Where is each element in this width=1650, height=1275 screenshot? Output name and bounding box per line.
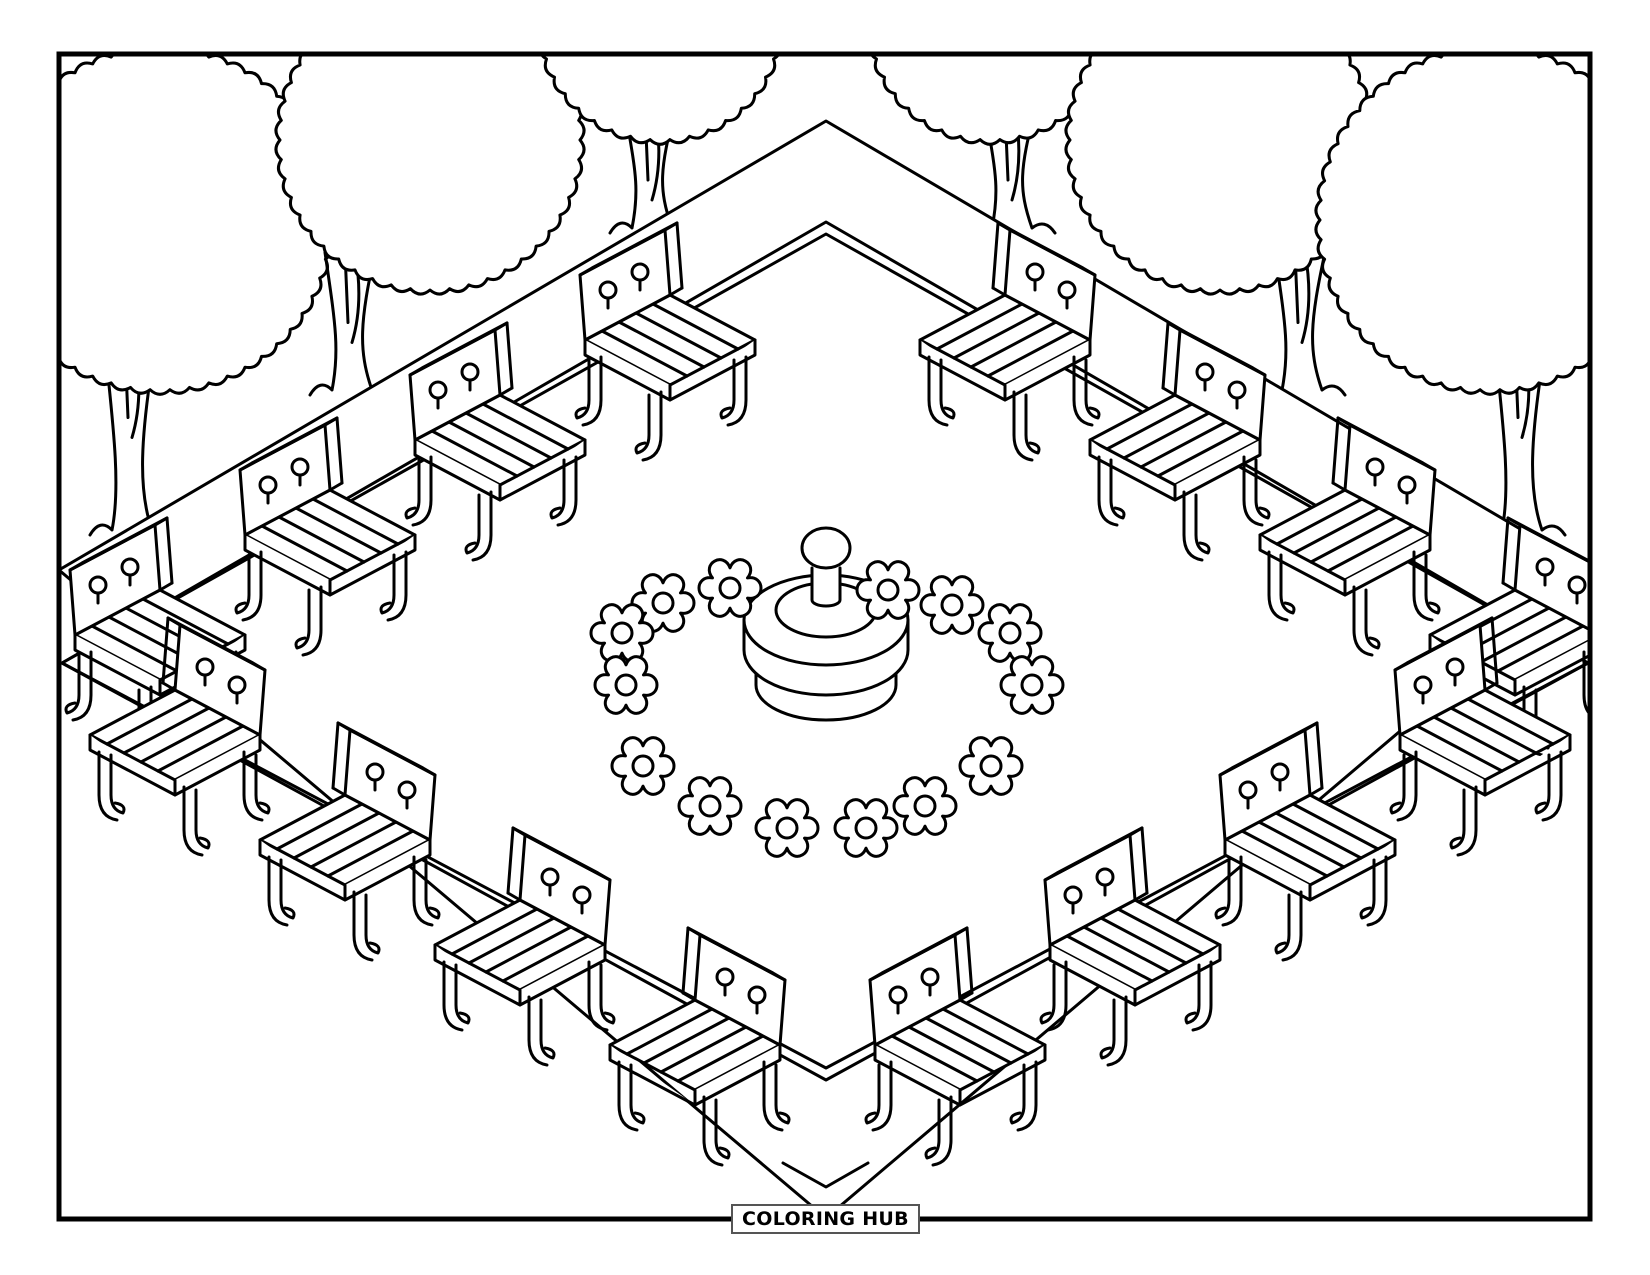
tree: [59, 54, 336, 537]
park-bench: [1214, 721, 1397, 962]
park-bench: [234, 416, 417, 657]
park-bench: [608, 926, 791, 1167]
park-bench: [88, 616, 271, 857]
flower-icon: [630, 573, 696, 633]
park-bench: [258, 721, 441, 962]
flower-icon: [977, 603, 1043, 663]
flower-icon: [833, 798, 899, 858]
tree: [539, 54, 781, 235]
chevron-mark: [781, 1161, 870, 1189]
park-bench: [1258, 416, 1441, 657]
park-bench: [864, 926, 1047, 1167]
flower-icon: [892, 776, 958, 836]
fountain: [742, 526, 910, 722]
flower-ring: [589, 558, 1065, 858]
park-bench: [574, 221, 757, 462]
park-bench: [1088, 321, 1271, 562]
trees-layer: [59, 54, 1590, 537]
park-bench: [918, 221, 1101, 462]
tree: [274, 54, 586, 397]
tree: [1314, 54, 1590, 537]
flower-icon: [754, 798, 820, 858]
park-bench: [1389, 616, 1572, 857]
park-bench: [1039, 826, 1222, 1067]
flower-icon: [958, 736, 1024, 796]
park-bench: [404, 321, 587, 562]
flower-icon: [610, 736, 676, 796]
flower-icon: [919, 575, 985, 635]
park-bench: [433, 826, 616, 1067]
flower-icon: [593, 655, 659, 715]
flower-icon: [999, 655, 1065, 715]
brand-logo-label: COLORING HUB: [731, 1204, 920, 1234]
benches-layer: [64, 221, 1590, 1167]
flower-icon: [589, 603, 655, 663]
flower-icon: [677, 776, 743, 836]
flower-icon: [855, 560, 921, 620]
flower-icon: [697, 558, 763, 618]
